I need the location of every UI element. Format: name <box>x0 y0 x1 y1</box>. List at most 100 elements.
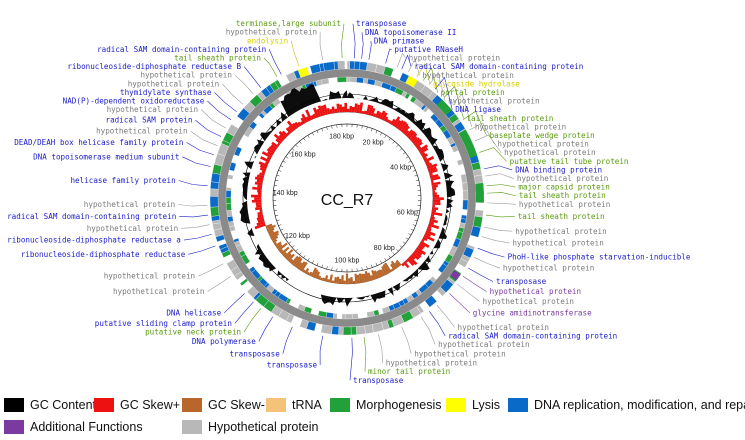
gc-skew-bar <box>347 108 350 113</box>
scale-tick <box>331 267 333 271</box>
gc-skew-bar <box>257 192 262 195</box>
gc-skew-bar <box>254 197 262 200</box>
label-leader-line <box>200 109 226 129</box>
scale-tick <box>405 156 409 159</box>
genome-title: CC_R7 <box>321 192 374 209</box>
gene-label: DNA primase <box>374 36 425 45</box>
label-leader-line <box>416 62 431 85</box>
gc-skew-bar <box>322 277 326 281</box>
scale-tick <box>412 170 416 172</box>
gene-label: hypothetical protein <box>517 174 608 183</box>
gene-block-inner <box>356 77 364 84</box>
legend-gc-skew-plus: GC Skew+ <box>94 398 180 412</box>
gene-label: transposase <box>496 277 547 286</box>
label-leader-line <box>378 334 383 364</box>
label-leader-line <box>190 130 218 146</box>
gene-label: putative tail tube protein <box>510 157 629 166</box>
gc-skew-bar <box>427 225 432 230</box>
scale-tick <box>414 174 418 177</box>
label-leader-line <box>485 173 514 179</box>
label-leader-line <box>436 305 455 328</box>
gc-content-track <box>239 84 456 307</box>
gene-label: DNA topoisomerase II <box>365 28 456 37</box>
gc-skew-bar <box>333 276 337 284</box>
label-leader-lines <box>178 23 516 381</box>
scale-tick <box>303 255 306 259</box>
legend-swatch-gc-skew-plus <box>94 398 114 412</box>
gene-block-outer <box>473 174 484 184</box>
gc-skew-bar <box>317 275 322 280</box>
label-leader-line <box>182 156 211 167</box>
label-leader-line <box>368 40 372 60</box>
gene-block-outer <box>366 62 378 73</box>
gc-skew-bar <box>390 260 398 269</box>
scale-tick <box>405 237 409 240</box>
scale-tick <box>291 245 295 248</box>
scale-tick <box>288 241 292 244</box>
gc-skew-bar <box>302 269 306 273</box>
gc-skew-bar <box>308 271 313 277</box>
gc-skew-bar <box>272 238 278 244</box>
gene-block-inner <box>227 215 234 223</box>
gc-skew-bar <box>266 147 275 154</box>
scale-tick <box>307 135 310 138</box>
scale-tick <box>361 125 363 129</box>
gene-label: DNA ligase <box>455 105 501 114</box>
scale-tick-label: 120 kbp <box>285 233 310 240</box>
scale-tick <box>380 260 382 264</box>
legend-label: GC Skew- <box>208 398 265 412</box>
gc-skew-bar <box>367 272 372 281</box>
gene-block-outer <box>353 61 361 70</box>
gc-skew-bar <box>348 278 351 284</box>
gene-block-highlight <box>450 270 461 281</box>
scale-tick <box>288 152 292 155</box>
scale-tick <box>303 137 306 141</box>
gc-skew-bar <box>356 274 361 284</box>
gc-skew-bar <box>392 116 401 127</box>
gene-label: putative sliding clamp protein <box>95 319 232 328</box>
gc-skew-bar <box>422 153 428 159</box>
gc-skew-bar <box>292 256 302 267</box>
legend-label: tRNA <box>292 398 322 412</box>
scale-tick <box>275 214 279 217</box>
gc-skew-bar <box>358 273 363 283</box>
gc-skew-bar <box>432 197 444 201</box>
gc-skew-bar <box>254 181 263 186</box>
gc-skew-bar <box>432 190 436 193</box>
label-leader-line <box>462 276 487 292</box>
label-leader-line <box>178 180 208 187</box>
gc-skew-bar <box>431 180 434 184</box>
gc-skew-bar <box>260 156 270 163</box>
scale-tick <box>396 144 399 148</box>
gc-skew-bar <box>273 241 277 246</box>
gene-label: hypothetical protein <box>519 200 610 209</box>
legend-dna-replication: DNA replication, modification, and repai… <box>508 398 745 412</box>
legend-label: GC Content <box>30 398 97 412</box>
gene-block-highlight <box>405 75 418 88</box>
scale-tick <box>415 179 419 182</box>
gc-skew-bar <box>320 105 326 116</box>
label-leader-line <box>474 134 502 153</box>
scale-tick <box>307 258 310 261</box>
scale-tick <box>291 148 295 151</box>
gc-skew-bar <box>341 275 344 284</box>
label-leader-line <box>341 23 345 59</box>
gene-label: baseplate wedge protein <box>490 131 595 140</box>
gc-skew-bar <box>426 227 432 232</box>
gene-label: glycoside hydrolase <box>433 79 520 88</box>
gene-label: hypothetical protein <box>438 340 529 349</box>
gene-label: DNA polymerase <box>192 337 256 346</box>
gc-skew-bar <box>420 241 430 248</box>
label-leader-line <box>207 276 232 292</box>
label-leader-line <box>486 192 516 197</box>
gene-block-highlight <box>337 61 345 70</box>
gc-skew-bar <box>310 114 315 120</box>
gene-label: hypothetical protein <box>503 264 594 273</box>
label-leader-line <box>179 214 209 218</box>
gc-skew-bar <box>431 209 437 213</box>
gene-block-outer <box>322 61 335 72</box>
gc-skew-bar <box>425 230 436 237</box>
gene-block-inner <box>462 190 469 201</box>
gene-label: hypothetical protein <box>226 28 317 37</box>
scale-tick <box>321 128 323 132</box>
